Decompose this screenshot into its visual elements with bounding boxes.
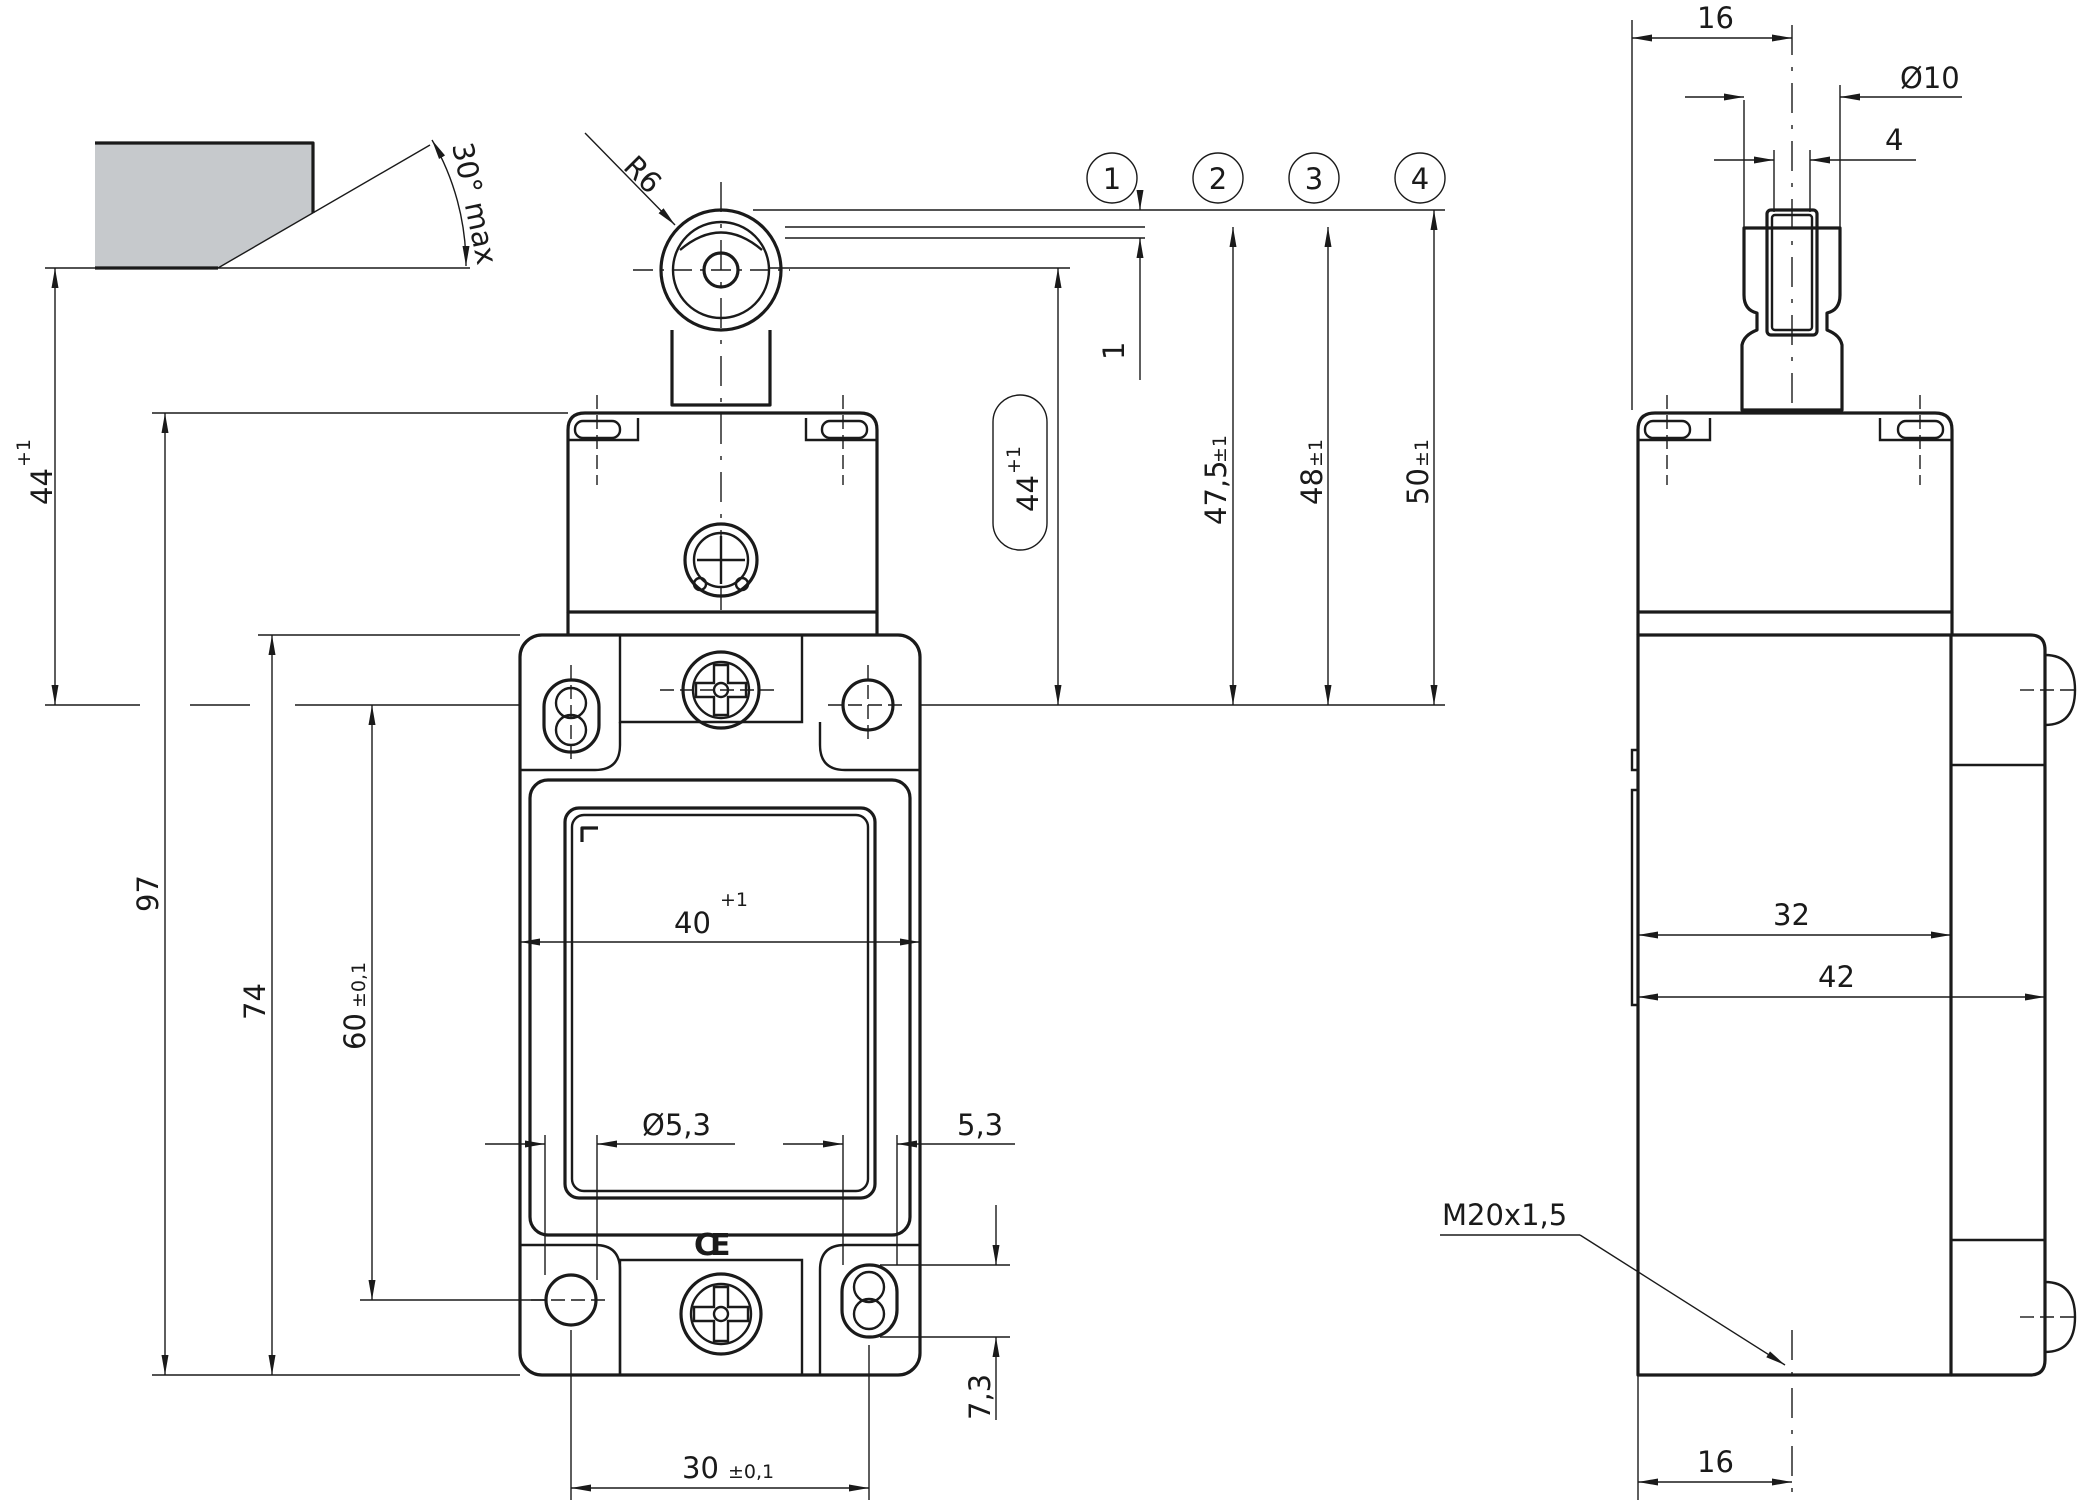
position-marker-4: 4 [1394, 152, 1446, 204]
dim-r6-text: R6 [617, 149, 668, 200]
cover-corner-mark [580, 826, 598, 842]
dim-44-mid-oval [992, 394, 1048, 551]
dim-1-text: 1 [1097, 342, 1131, 360]
svg-text:3: 3 [1305, 162, 1323, 196]
dim-m20-leader [1579, 1234, 1786, 1366]
mount-slot-bottom-right-pin2 [852, 1297, 886, 1331]
dim-475-text: 47,5 [1199, 460, 1233, 525]
cover-plate-inner [570, 813, 870, 1193]
svg-text:2: 2 [1209, 162, 1227, 196]
svg-text:4: 4 [1411, 162, 1429, 196]
lever-arm [670, 330, 772, 407]
angle-label: 30° max [445, 139, 504, 267]
cover-screw-bottom-cross [692, 1285, 750, 1343]
cam-outline [95, 141, 315, 213]
dim-30-text: 30 [682, 1451, 719, 1485]
dim-42-text: 42 [1818, 960, 1855, 994]
dim-475-tol: ±1 [1209, 435, 1231, 463]
dim-50-tol: ±1 [1411, 439, 1433, 467]
dim-32-text: 32 [1773, 898, 1810, 932]
dim-r6-leader [584, 132, 676, 226]
actuator-cam [95, 143, 313, 268]
side-view [1630, 25, 2080, 1500]
dim-d10-text: Ø10 [1900, 61, 1960, 95]
dim-44-mid-text: 44 [1011, 475, 1045, 512]
dim-4-text: 4 [1885, 123, 1903, 157]
dim-60-tol: ±0,1 [348, 962, 370, 1008]
side-cover-screw-bottom [2044, 1280, 2077, 1354]
body-bottom-ears [520, 1243, 920, 1375]
side-cover-screw-top [2044, 653, 2077, 727]
body-top-ears [520, 722, 920, 772]
actuator-cam-detail: 30° max [95, 139, 504, 270]
head-screw [683, 522, 759, 598]
side-cover [1951, 633, 2047, 1377]
side-conduit-flange [1630, 748, 1638, 1007]
dim-44-mid-tol: +1 [1003, 446, 1025, 474]
side-head-top-detail [1638, 418, 1952, 442]
mount-slot-bottom-right [840, 1263, 899, 1339]
position-marker-2: 2 [1192, 152, 1244, 204]
mount-slot-bottom-right-pin [852, 1270, 886, 1304]
head-top-detail [568, 418, 877, 442]
dim-16-top-text: 16 [1697, 1, 1734, 35]
ce-mark: CE [694, 1228, 729, 1263]
angle-arc [431, 139, 470, 267]
head-screw-dot-r [734, 576, 750, 592]
dim-40-text: 40 [674, 906, 711, 940]
switch-body [518, 633, 922, 1377]
front-dimensions: 44 +1 97 74 60 ±0,1 40 +1 5,3 Ø5,3 5,3 [13, 132, 1445, 1500]
dim-73-text: 7,3 [963, 1374, 997, 1420]
side-roller-bracket [1740, 226, 1844, 412]
dim-40-tol: +1 [720, 889, 748, 911]
dim-53-label: 5,3 [957, 1108, 1003, 1142]
dim-m20-text: M20x1,5 [1442, 1198, 1567, 1232]
dim-30-tol: ±0,1 [728, 1461, 774, 1483]
svg-text:1: 1 [1103, 162, 1121, 196]
dim-48-tol: ±1 [1305, 439, 1327, 467]
dim-16-bottom-text: 16 [1697, 1445, 1734, 1479]
side-head [1636, 411, 1954, 614]
head-screw-dot-l [692, 576, 708, 592]
cam-slope-line [217, 144, 431, 269]
switch-head [566, 411, 879, 614]
position-marker-3: 3 [1288, 152, 1340, 204]
cover-screw-top-cross [694, 663, 748, 717]
dim-diam53-text: Ø5,3 [642, 1108, 711, 1142]
dim-44-text: 44 [25, 468, 59, 505]
roller-hub-detail [679, 231, 763, 251]
dim-74-text: 74 [238, 983, 272, 1020]
cover-screw-bottom-center [712, 1305, 730, 1323]
side-body [1636, 633, 1953, 1377]
travel-positions: 1 2 3 4 1 44 +1 47,5 ±1 [753, 152, 1446, 705]
dim-60-text: 60 [338, 1013, 372, 1050]
dim-48-text: 48 [1295, 468, 1329, 505]
position-marker-1: 1 [1086, 152, 1138, 204]
cover-screw-bottom-inner [689, 1282, 753, 1346]
dim-50-text: 50 [1401, 468, 1435, 505]
cover-plate [563, 806, 877, 1200]
body-bottom-recess [618, 1258, 804, 1375]
side-dimensions: 16 Ø10 4 32 42 M20x1,5 16 [1440, 1, 2045, 1500]
head-screw-right [820, 419, 869, 440]
body-top-recess [618, 635, 804, 724]
cover-screw-bottom [679, 1272, 763, 1356]
head-screw-inner [692, 531, 750, 589]
front-view: CE [518, 182, 922, 1377]
dim-44-tol: +1 [13, 439, 35, 467]
body-panel [528, 778, 912, 1237]
dim-97-text: 97 [131, 875, 165, 912]
